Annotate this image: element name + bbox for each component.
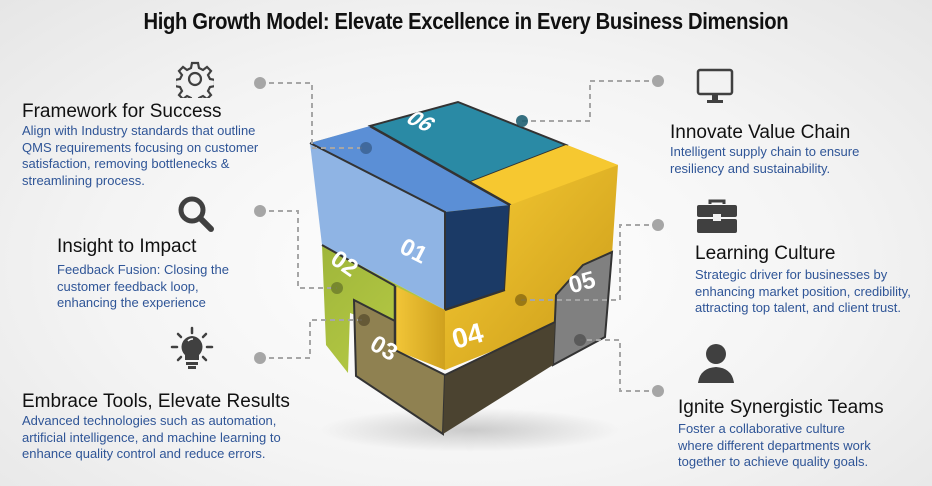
item-heading: Embrace Tools, Elevate Results [22, 391, 290, 412]
item-description: Align with Industry standards that outli… [22, 123, 259, 188]
lightbulb-icon [170, 326, 214, 369]
cube-shadow [320, 408, 620, 452]
connector-lines [260, 80, 658, 392]
item-heading: Innovate Value Chain [670, 122, 851, 143]
monitor-icon [696, 68, 734, 103]
connector-dots [254, 75, 664, 397]
block-02 [322, 245, 445, 373]
magnifier-icon [178, 196, 214, 232]
item-heading: Framework for Success [22, 101, 222, 122]
item-learning-culture: Learning Culture Strategic driver for bu… [695, 243, 911, 317]
item-heading: Ignite Synergistic Teams [678, 397, 884, 418]
item-framework-for-success: Framework for Success Align with Industr… [22, 101, 258, 189]
item-description: Strategic driver for businesses by enhan… [695, 267, 911, 315]
item-innovate-value-chain: Innovate Value Chain Intelligent supply … [670, 122, 859, 177]
item-description: Foster a collaborative culture where dif… [678, 421, 871, 469]
person-icon [698, 344, 734, 383]
block-04-front [395, 286, 445, 370]
page-title-text: High Growth Model: Elevate Excellence in… [143, 8, 789, 34]
item-ignite-synergistic-teams: Ignite Synergistic Teams Foster a collab… [678, 397, 884, 471]
item-embrace-tools: Embrace Tools, Elevate Results Advanced … [22, 391, 290, 463]
item-description: Intelligent supply chain to ensure resil… [670, 144, 860, 176]
block-03 [352, 286, 556, 436]
item-description: Advanced technologies such as automation… [22, 413, 281, 461]
block-05 [551, 250, 614, 367]
item-description: Feedback Fusion: Closing the customer fe… [57, 262, 229, 310]
item-heading: Insight to Impact [57, 236, 197, 257]
gear-icon [176, 61, 214, 98]
item-insight-to-impact: Insight to Impact Feedback Fusion: Closi… [57, 236, 229, 312]
item-heading: Learning Culture [695, 243, 836, 264]
briefcase-icon [697, 199, 737, 233]
page-title: High Growth Model: Elevate Excellence in… [0, 8, 932, 35]
